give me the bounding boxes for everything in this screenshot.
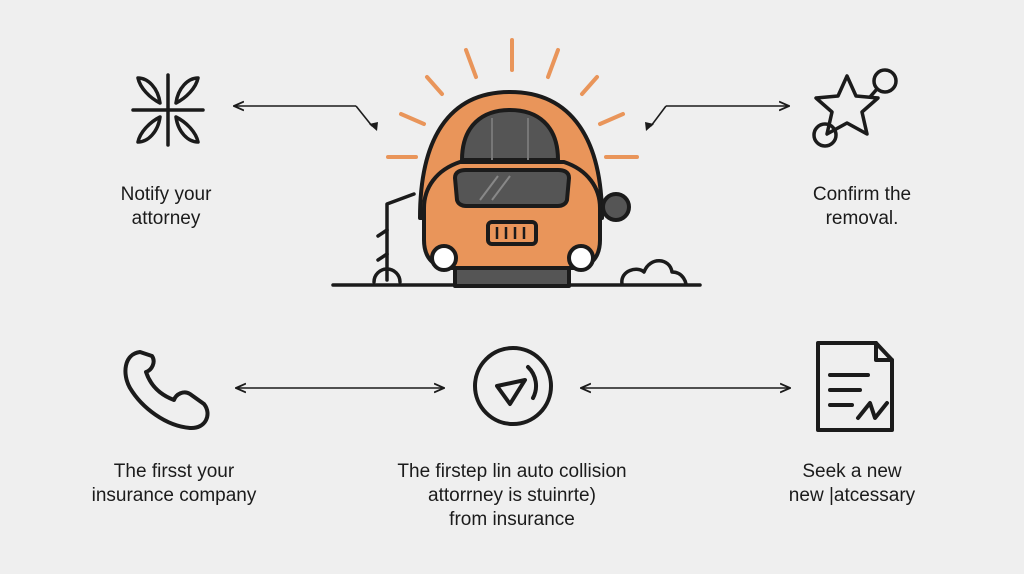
arrow-top-left-tail	[355, 105, 373, 127]
phone-icon	[123, 350, 210, 430]
connector-arrows	[235, 106, 789, 388]
step-label-line: attorrney is stuinrte)	[428, 485, 596, 506]
step-label-confirm-removal: Confirm the removal.	[813, 183, 911, 231]
connector-pins	[369, 122, 654, 131]
step-label-notify-attorney: Notify your attorney	[121, 183, 212, 231]
step-label-line: The firstep lin auto collision	[397, 461, 627, 482]
step-label-seek-new: Seek a new new |atcessary	[789, 460, 915, 508]
arrow-top-right-tail	[650, 105, 667, 127]
step-label-insurance-company: The firsst your insurance company	[92, 460, 257, 508]
circle-check-icon	[473, 346, 553, 426]
step-label-line: The firsst your	[113, 461, 235, 482]
step-label-line: attorney	[131, 208, 201, 229]
alert-rays	[386, 38, 639, 159]
step-label-line: removal.	[825, 208, 899, 229]
clover-icon	[131, 73, 205, 147]
star-connector-icon	[812, 68, 898, 148]
street-lamp	[372, 192, 416, 284]
step-label-line: new |atcessary	[788, 485, 916, 506]
step-label-line: Confirm the	[812, 184, 912, 205]
document-sign-icon	[816, 341, 894, 432]
bush	[620, 259, 688, 285]
car-body	[418, 90, 631, 288]
step-label-first-step: The firstep lin auto collision attorrney…	[397, 460, 626, 532]
step-label-line: Notify your	[120, 184, 212, 205]
step-label-line: Seek a new	[802, 461, 902, 482]
step-label-line: insurance company	[91, 485, 257, 506]
car-alert-icon	[331, 38, 702, 288]
step-label-line: from insurance	[449, 509, 575, 530]
